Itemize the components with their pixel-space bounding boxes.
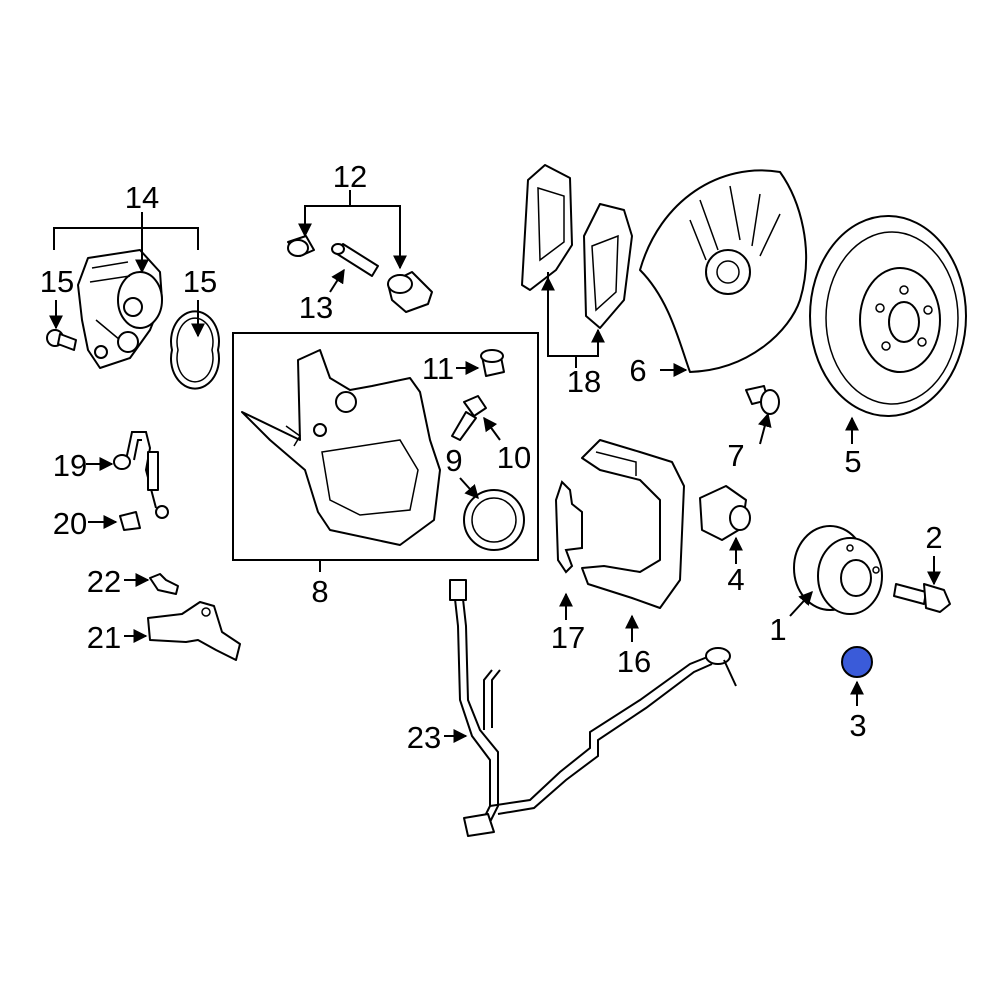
callout-6[interactable]: 6 bbox=[629, 353, 646, 388]
bleeder-screw-part[interactable] bbox=[451, 395, 487, 441]
piston-seal-part[interactable] bbox=[463, 489, 525, 551]
dust-cap-part[interactable] bbox=[841, 646, 873, 678]
abs-sensor-harness-part[interactable] bbox=[449, 579, 737, 837]
callout-1[interactable]: 1 bbox=[769, 612, 786, 647]
wear-sensor-part[interactable] bbox=[147, 601, 241, 661]
parking-brake-motor-part[interactable] bbox=[77, 249, 163, 369]
guide-pin-boot-part[interactable] bbox=[387, 271, 433, 313]
callout-18[interactable]: 18 bbox=[567, 364, 601, 399]
callout-7[interactable]: 7 bbox=[727, 438, 744, 473]
anti-rattle-clip-part[interactable] bbox=[554, 480, 583, 574]
callout-2[interactable]: 2 bbox=[925, 520, 942, 555]
callout-15-right[interactable]: 15 bbox=[183, 264, 217, 299]
brake-rotor-part[interactable] bbox=[809, 215, 967, 417]
callout-16[interactable]: 16 bbox=[617, 644, 651, 679]
callout-8[interactable]: 8 bbox=[311, 574, 328, 609]
caliper-group-box bbox=[232, 332, 539, 561]
guide-pin-cap-part[interactable] bbox=[287, 235, 315, 257]
callout-23[interactable]: 23 bbox=[407, 720, 441, 755]
brake-caliper-part[interactable] bbox=[241, 349, 441, 546]
bleeder-cap-part[interactable] bbox=[480, 349, 505, 377]
guide-pin-part-13[interactable] bbox=[331, 243, 379, 277]
brake-pad-part-left[interactable] bbox=[521, 164, 573, 291]
callout-15-left[interactable]: 15 bbox=[40, 264, 74, 299]
sensor-bolt-part[interactable] bbox=[149, 573, 179, 595]
callout-21[interactable]: 21 bbox=[87, 620, 121, 655]
callout-5[interactable]: 5 bbox=[844, 444, 861, 479]
shield-bolt-part[interactable] bbox=[745, 385, 780, 415]
callout-3[interactable]: 3 bbox=[849, 708, 866, 743]
wheel-hub-bearing-part[interactable] bbox=[793, 525, 883, 615]
caliper-bracket-part[interactable] bbox=[581, 439, 685, 609]
callout-19[interactable]: 19 bbox=[53, 448, 87, 483]
callout-4[interactable]: 4 bbox=[727, 562, 744, 597]
dust-shield-part[interactable] bbox=[639, 169, 808, 373]
gasket-part-15-right[interactable] bbox=[170, 310, 220, 390]
callout-12[interactable]: 12 bbox=[333, 159, 367, 194]
callout-labels: 1 2 3 4 5 6 7 8 9 10 11 12 13 14 15 15 1… bbox=[40, 159, 943, 755]
leader-lines bbox=[49, 190, 941, 743]
callout-17[interactable]: 17 bbox=[551, 620, 585, 655]
screw-part-15-left[interactable] bbox=[46, 329, 77, 351]
hub-flange-part[interactable] bbox=[699, 485, 751, 541]
brake-hose-part[interactable] bbox=[113, 431, 169, 519]
brake-pad-part-right[interactable] bbox=[583, 203, 633, 329]
callout-13[interactable]: 13 bbox=[299, 290, 333, 325]
callout-20[interactable]: 20 bbox=[53, 506, 87, 541]
callout-9[interactable]: 9 bbox=[445, 443, 462, 478]
callout-10[interactable]: 10 bbox=[497, 440, 531, 475]
callout-22[interactable]: 22 bbox=[87, 564, 121, 599]
callout-14[interactable]: 14 bbox=[125, 180, 159, 215]
hub-bolt-part[interactable] bbox=[893, 583, 951, 613]
callout-11[interactable]: 11 bbox=[422, 351, 454, 386]
hose-clip-part[interactable] bbox=[119, 511, 141, 531]
